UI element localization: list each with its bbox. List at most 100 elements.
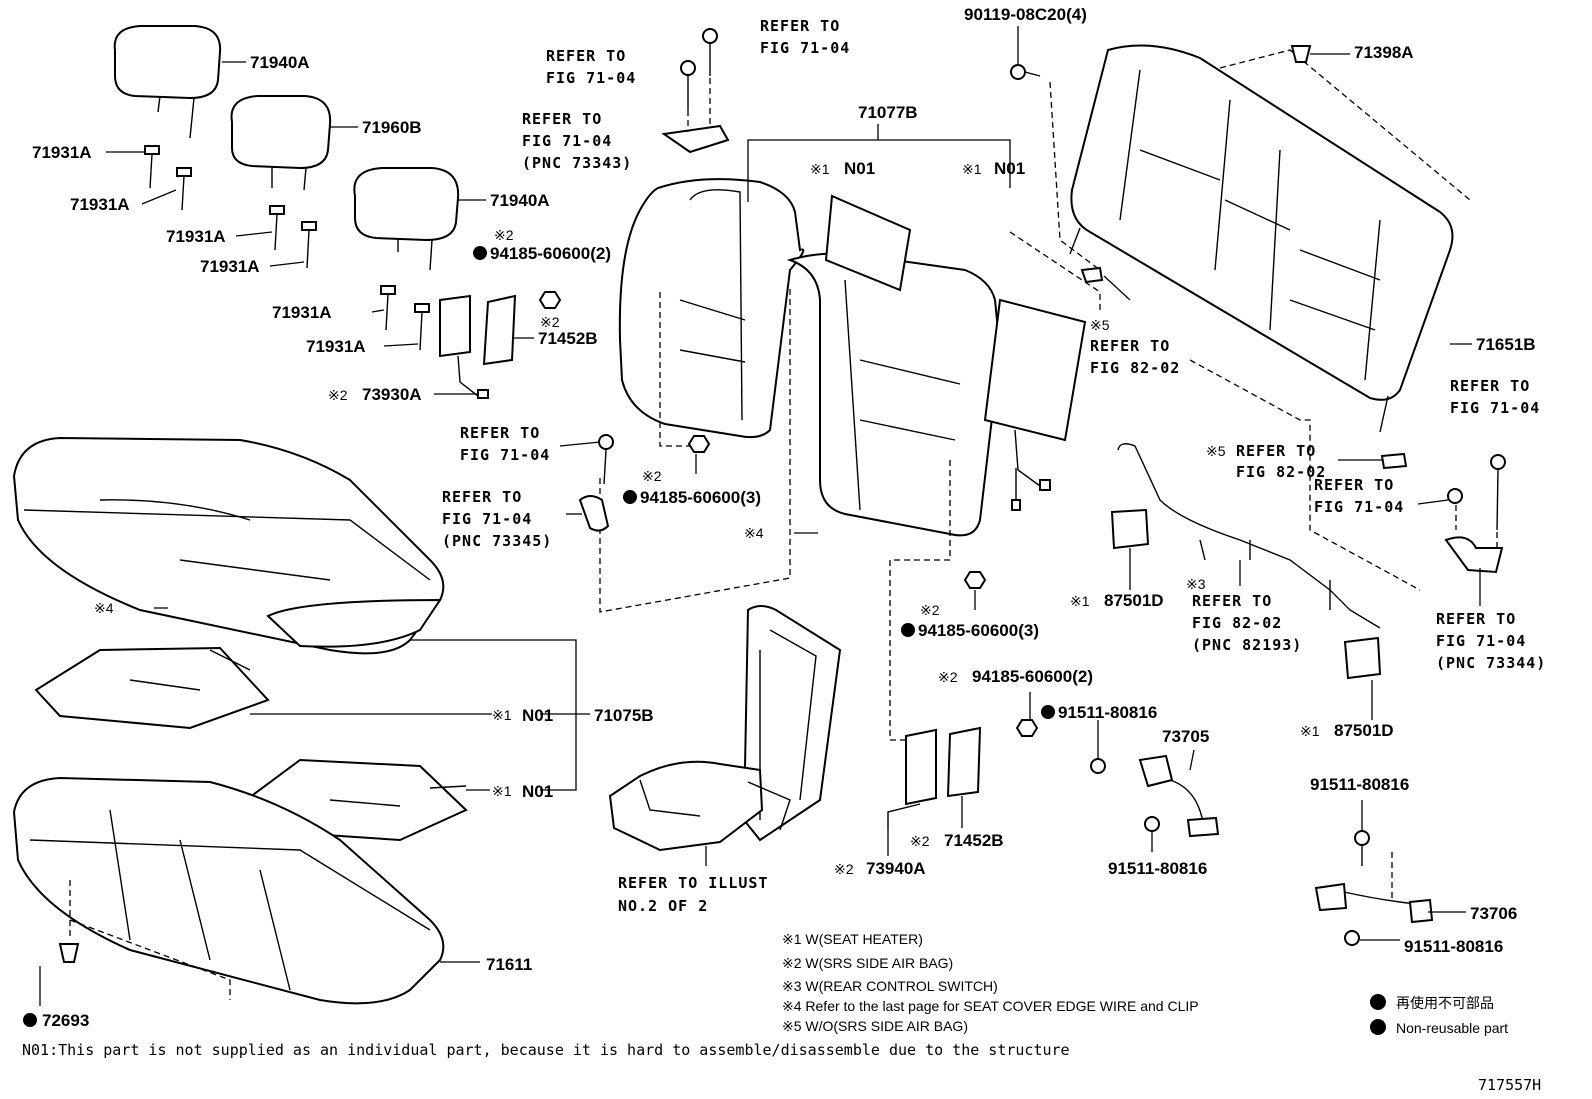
label-n01-b: N01 bbox=[994, 159, 1025, 178]
ref-73345-line1: REFER TO bbox=[442, 488, 522, 506]
bracket-73344 bbox=[1444, 536, 1504, 574]
illust-ref-line2: NO.2 OF 2 bbox=[618, 897, 708, 915]
label-91511-b: 91511-80816 bbox=[1310, 775, 1409, 794]
fastener-90119 bbox=[1010, 64, 1041, 80]
label-91511-c: 91511-80816 bbox=[1108, 859, 1207, 878]
ref-82193-line1: REFER TO bbox=[1192, 592, 1272, 610]
bracket-73345 bbox=[578, 495, 610, 532]
label-94185-c-mark: ※2 bbox=[920, 602, 940, 618]
non-reusable-dot bbox=[901, 623, 915, 637]
legend-note-4: ※4 Refer to the last page for SEAT COVER… bbox=[782, 998, 1199, 1014]
bracket-71452B-b bbox=[946, 726, 982, 798]
label-73930A: 73930A bbox=[362, 385, 422, 404]
clip-72693 bbox=[58, 943, 80, 963]
legend-note-2: ※2 W(SRS SIDE AIR BAG) bbox=[782, 955, 953, 971]
heater-harness-73705 bbox=[1090, 754, 1220, 838]
label-73940A: 73940A bbox=[866, 859, 926, 878]
ref-73343-line1: REFER TO bbox=[522, 110, 602, 128]
label-71077B: 71077B bbox=[858, 103, 918, 122]
non-reusable-dot bbox=[1370, 1019, 1386, 1035]
legend-note-5: ※5 W/O(SRS SIDE AIR BAG) bbox=[782, 1018, 968, 1034]
label-94185-d-mark: ※2 bbox=[938, 669, 958, 685]
label-n01-d: N01 bbox=[522, 782, 553, 801]
label-94185-b: 94185-60600(3) bbox=[640, 488, 761, 507]
rear-control-switch-87501D-a bbox=[1110, 508, 1150, 550]
label-87501D-a: 87501D bbox=[1104, 591, 1164, 610]
legend-note-1: ※1 W(SEAT HEATER) bbox=[782, 931, 923, 947]
clip-mark-b: ※4 bbox=[94, 600, 114, 616]
label-71931A-6: 71931A bbox=[306, 337, 366, 356]
ref-73344-line1: REFER TO bbox=[1436, 610, 1516, 628]
label-94185-c: 94185-60600(3) bbox=[918, 621, 1039, 640]
label-87501D-a-mark: ※1 bbox=[1070, 593, 1090, 609]
bolt-top-b bbox=[680, 60, 696, 110]
label-71075B: 71075B bbox=[594, 706, 654, 725]
side-airbag-73940A bbox=[887, 728, 937, 830]
label-94185-b-mark: ※2 bbox=[642, 468, 662, 484]
bolt-top-a bbox=[702, 28, 718, 76]
legend-note-3: ※3 W(REAR CONTROL SWITCH) bbox=[782, 978, 998, 994]
side-airbag-73930A bbox=[439, 294, 489, 399]
heater-pad-n01-top bbox=[34, 646, 270, 730]
label-94185-d: 94185-60600(2) bbox=[972, 667, 1093, 686]
headrest-support-group bbox=[144, 145, 430, 351]
ref-left-a-line1: REFER TO bbox=[460, 424, 540, 442]
seat-back-71077B bbox=[618, 178, 1002, 537]
nut-94185-c bbox=[963, 571, 987, 589]
label-87501D-b: 87501D bbox=[1334, 721, 1394, 740]
label-71611: 71611 bbox=[486, 955, 532, 974]
ref-top2-line1: REFER TO bbox=[546, 47, 626, 65]
clip-71398A bbox=[1290, 45, 1312, 63]
label-71931A-1: 71931A bbox=[32, 143, 92, 162]
legend-nonreuse-jp: 再使用不可部品 bbox=[1396, 995, 1494, 1011]
label-94185-a-mark: ※2 bbox=[494, 227, 514, 243]
seat-heater-n01-a bbox=[824, 194, 912, 292]
ref-right2-line1: REFER TO bbox=[1314, 476, 1394, 494]
ref-right2-line2: FIG 71-04 bbox=[1314, 498, 1404, 516]
ref-82-02-a-mark: ※5 bbox=[1090, 317, 1110, 333]
ref-73344-line3: (PNC 73344) bbox=[1436, 654, 1546, 672]
ref-82-02-b-line1: REFER TO bbox=[1236, 442, 1316, 460]
label-n01-c: N01 bbox=[522, 706, 553, 725]
bolt-right bbox=[1447, 454, 1506, 531]
bracket-73343 bbox=[661, 124, 730, 154]
non-reusable-dot bbox=[623, 490, 637, 504]
heater-harness-73706 bbox=[1314, 830, 1434, 946]
label-n01-d-mark: ※1 bbox=[492, 783, 512, 799]
ref-top1-line1: REFER TO bbox=[760, 17, 840, 35]
label-71940A-top: 71940A bbox=[250, 53, 310, 72]
label-71452B: 71452B bbox=[538, 329, 598, 348]
label-73706: 73706 bbox=[1470, 904, 1517, 923]
label-n01-b-mark: ※1 bbox=[962, 161, 982, 177]
ref-top1-line2: FIG 71-04 bbox=[760, 39, 850, 57]
rear-seatback-71651B bbox=[1069, 44, 1454, 433]
ref-left-a-line2: FIG 71-04 bbox=[460, 446, 550, 464]
label-71931A-2: 71931A bbox=[70, 195, 130, 214]
non-reusable-dot bbox=[23, 1013, 37, 1027]
ref-top2-line2: FIG 71-04 bbox=[546, 69, 636, 87]
headrest-71940A-top bbox=[113, 25, 222, 139]
label-n01-a-mark: ※1 bbox=[810, 161, 830, 177]
part-labels: 71940A 71960B 71940A 71931A 71931A 71931… bbox=[23, 5, 1546, 1030]
label-71452B-b: 71452B bbox=[944, 831, 1004, 850]
headrest-71940A-middle bbox=[353, 167, 460, 271]
legend-nonreuse-en: Non-reusable part bbox=[1396, 1020, 1508, 1036]
label-n01-c-mark: ※1 bbox=[492, 707, 512, 723]
label-91511-d: 91511-80816 bbox=[1404, 937, 1503, 956]
ref-82193-line3: (PNC 82193) bbox=[1192, 636, 1302, 654]
nut-94185-d bbox=[1015, 719, 1039, 737]
leader-lines bbox=[39, 26, 1481, 1006]
ref-73345-line2: FIG 71-04 bbox=[442, 510, 532, 528]
label-71651B: 71651B bbox=[1476, 335, 1536, 354]
legend: ※1 W(SEAT HEATER) ※2 W(SRS SIDE AIR BAG)… bbox=[782, 931, 1508, 1036]
label-71931A-5: 71931A bbox=[272, 303, 332, 322]
ref-73343-line2: FIG 71-04 bbox=[522, 132, 612, 150]
ref-82-02-b-line2: FIG 82-02 bbox=[1236, 463, 1326, 481]
clip-82-02-a bbox=[1080, 266, 1104, 284]
label-71452B-mark: ※2 bbox=[540, 314, 560, 330]
non-reusable-dot bbox=[1370, 994, 1386, 1010]
label-91511-a: 91511-80816 bbox=[1058, 703, 1157, 722]
ref-73345-line3: (PNC 73345) bbox=[442, 532, 552, 550]
seat-cushion-71611 bbox=[12, 776, 445, 1005]
